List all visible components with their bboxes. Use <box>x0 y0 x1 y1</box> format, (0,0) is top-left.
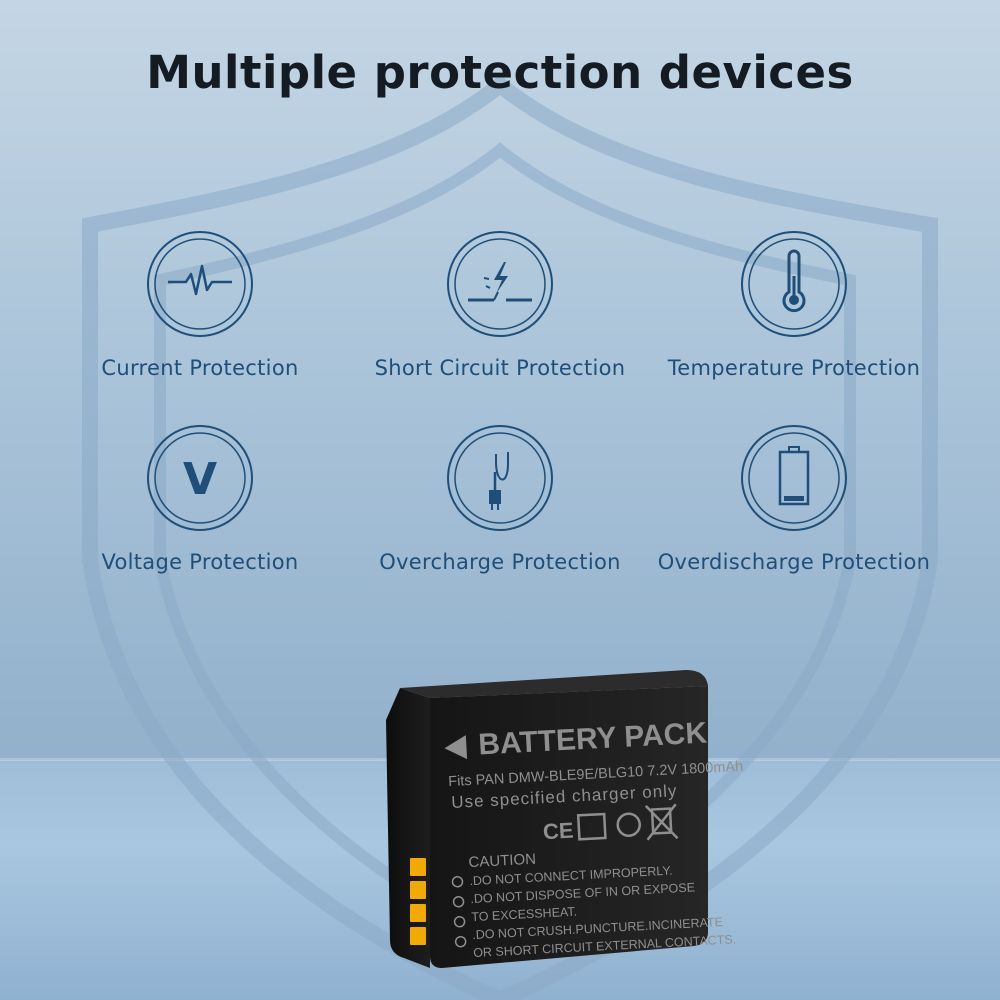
feature-temperature-protection: Temperature Protection <box>644 230 944 380</box>
crossed-bin-icon <box>644 803 679 841</box>
feature-label: Short Circuit Protection <box>374 356 626 380</box>
feature-voltage-protection: V Voltage Protection <box>50 424 350 574</box>
recycle-mark-icon <box>576 812 607 841</box>
battery-pack-image: BATTERY PACK Fits PAN DMW-BLE9E/BLG10 7.… <box>386 670 744 968</box>
feature-label: Voltage Protection <box>101 550 299 574</box>
ce-mark: CE <box>542 818 574 845</box>
feature-label: Current Protection <box>101 356 299 380</box>
feature-overdischarge-protection: Overdischarge Protection <box>644 424 944 574</box>
battery-low-icon <box>741 425 847 531</box>
thermometer-icon <box>741 231 847 337</box>
battery-warning: TO EXCESSHEAT. <box>471 905 577 925</box>
voltage-icon: V <box>147 425 253 531</box>
green-dot-icon <box>616 812 642 837</box>
feature-current-protection: Current Protection <box>50 230 350 380</box>
pulse-icon <box>147 231 253 337</box>
feature-short-circuit-protection: Short Circuit Protection <box>350 230 650 380</box>
short-circuit-icon <box>447 231 553 337</box>
feature-label: Temperature Protection <box>667 356 921 380</box>
feature-label: Overcharge Protection <box>379 550 621 574</box>
feature-label: Overdischarge Protection <box>657 550 931 574</box>
battery-contacts <box>410 858 426 945</box>
contact-polarity-icons <box>451 876 467 948</box>
page-title: Multiple protection devices <box>146 46 854 99</box>
feature-overcharge-protection: Overcharge Protection <box>350 424 650 574</box>
voltage-glyph: V <box>183 454 217 505</box>
battery-caution: CAUTION <box>468 851 536 872</box>
charger-plug-icon <box>447 425 553 531</box>
